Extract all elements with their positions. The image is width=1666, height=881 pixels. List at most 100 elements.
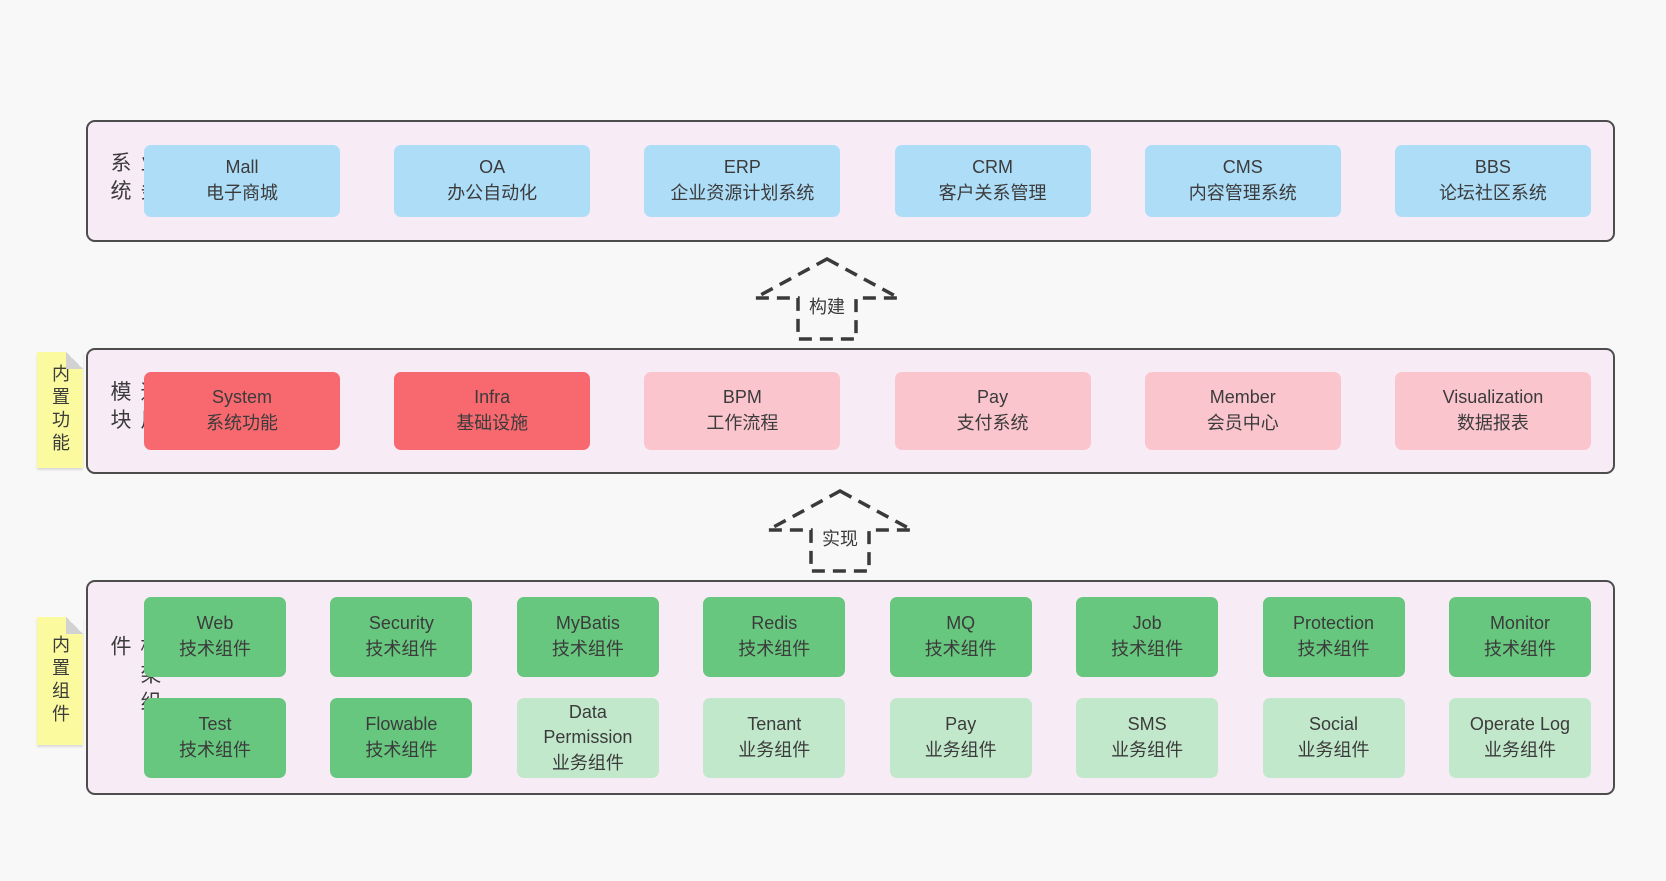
box-subtitle: 电子商城 <box>206 183 278 203</box>
box-title: Infra <box>474 387 511 408</box>
box-system: System 系统功能 <box>144 372 340 450</box>
box-member: Member 会员中心 <box>1144 372 1341 450</box>
note-label: 内置功能 <box>50 364 70 456</box>
box-job: Job 技术组件 <box>1076 597 1219 677</box>
up-arrow-icon <box>767 489 913 573</box>
band-framework-content: Web 技术组件 Security 技术组件 MyBatis 技术组件 Redi… <box>144 582 1591 793</box>
box-title: Visualization <box>1442 387 1544 408</box>
box-title: Tenant <box>747 714 802 735</box>
box-title: Protection <box>1293 613 1375 634</box>
box-title: MyBatis <box>555 613 620 634</box>
box-subtitle: 工作流程 <box>706 413 779 433</box>
box-subtitle: 会员中心 <box>1206 413 1279 433</box>
box-subtitle: 技术组件 <box>365 740 438 760</box>
box-title: Monitor <box>1489 613 1550 634</box>
box-title: BBS <box>1474 157 1511 178</box>
box-title: Operate Log <box>1469 714 1570 735</box>
box-title: OA <box>479 157 506 178</box>
band-common-content: System 系统功能 Infra 基础设施 BPM 工作流程 Pay 支付系统… <box>144 350 1591 472</box>
box-bpm: BPM 工作流程 <box>644 372 841 450</box>
box-title: CMS <box>1222 157 1263 178</box>
band-common-modules: 通用模块 System 系统功能 Infra 基础设施 BPM 工作流程 Pay… <box>86 348 1615 474</box>
box-subtitle: 技术组件 <box>924 639 997 659</box>
box-subtitle: 技术组件 <box>551 639 624 659</box>
box-subtitle: 技术组件 <box>179 740 251 760</box>
box-title: BPM <box>722 387 762 408</box>
arrow-build-label: 构建 <box>804 292 850 320</box>
box-title: Data Permission <box>543 701 633 748</box>
sticky-note-built-in-components: 内置组件 <box>37 617 83 745</box>
box-subtitle: 业务组件 <box>1297 740 1370 760</box>
note-label: 内置组件 <box>50 635 70 727</box>
box-subtitle: 企业资源计划系统 <box>670 183 815 203</box>
box-title: Pay <box>945 714 977 735</box>
box-cms: CMS 内容管理系统 <box>1144 145 1341 217</box>
box-title: Flowable <box>365 714 438 735</box>
box-subtitle: 支付系统 <box>956 413 1029 433</box>
box-bbs: BBS 论坛社区系统 <box>1394 145 1591 217</box>
folded-corner-icon <box>66 617 83 634</box>
box-pay: Pay 支付系统 <box>894 372 1091 450</box>
box-subtitle: 系统功能 <box>206 413 278 433</box>
box-subtitle: 基础设施 <box>456 413 529 433</box>
box-redis: Redis 技术组件 <box>703 597 846 677</box>
box-visualization: Visualization 数据报表 <box>1394 372 1591 450</box>
folded-corner-icon <box>66 352 83 369</box>
box-infra: Infra 基础设施 <box>394 372 591 450</box>
box-subtitle: 技术组件 <box>1111 639 1184 659</box>
box-sms: SMS 业务组件 <box>1076 698 1219 778</box>
box-subtitle: 业务组件 <box>1483 740 1556 760</box>
box-data-permission: Data Permission 业务组件 <box>516 698 659 778</box>
band-business-systems: 业务系统 Mall 电子商城 OA 办公自动化 ERP 企业资源计划系统 CRM… <box>86 120 1615 242</box>
box-title: Social <box>1309 714 1359 735</box>
up-arrow-implement: 实现 <box>765 488 915 574</box>
box-subtitle: 客户关系管理 <box>938 183 1047 203</box>
box-subtitle: 技术组件 <box>365 639 438 659</box>
box-subtitle: 业务组件 <box>1111 740 1184 760</box>
box-title: Job <box>1132 613 1162 634</box>
box-title: Member <box>1209 387 1276 408</box>
framework-row-2: Test 技术组件 Flowable 技术组件 Data Permission … <box>144 698 1591 778</box>
box-title: System <box>211 387 272 408</box>
box-web: Web 技术组件 <box>144 597 286 677</box>
box-subtitle: 业务组件 <box>738 740 811 760</box>
box-subtitle: 技术组件 <box>1483 639 1556 659</box>
box-subtitle: 论坛社区系统 <box>1438 183 1547 203</box>
box-security: Security 技术组件 <box>330 597 473 677</box>
box-monitor: Monitor 技术组件 <box>1448 597 1591 677</box>
sticky-note-built-in-features: 内置功能 <box>37 352 83 468</box>
box-title: Security <box>368 613 434 634</box>
box-social: Social 业务组件 <box>1262 698 1405 778</box>
box-flowable: Flowable 技术组件 <box>330 698 473 778</box>
box-title: Pay <box>977 387 1009 408</box>
box-title: Web <box>196 613 234 634</box>
box-subtitle: 技术组件 <box>179 639 251 659</box>
framework-row-1: Web 技术组件 Security 技术组件 MyBatis 技术组件 Redi… <box>144 597 1591 677</box>
arrow-implement-label: 实现 <box>817 524 863 552</box>
box-subtitle: 业务组件 <box>924 740 997 760</box>
box-crm: CRM 客户关系管理 <box>894 145 1091 217</box>
box-title: ERP <box>723 157 761 178</box>
box-title: Redis <box>751 613 798 634</box>
band-framework-components: 框架组件 Web 技术组件 Security 技术组件 MyBatis 技术组件… <box>86 580 1615 795</box>
box-title: CRM <box>972 157 1014 178</box>
box-subtitle: 办公自动化 <box>447 183 538 203</box>
box-mall: Mall 电子商城 <box>144 145 340 217</box>
box-mybatis: MyBatis 技术组件 <box>516 597 659 677</box>
box-subtitle: 业务组件 <box>551 752 624 773</box>
box-protection: Protection 技术组件 <box>1262 597 1405 677</box>
box-title: Mall <box>225 157 259 178</box>
box-erp: ERP 企业资源计划系统 <box>644 145 841 217</box>
box-subtitle: 技术组件 <box>1297 639 1370 659</box>
box-oa: OA 办公自动化 <box>394 145 591 217</box>
box-title: MQ <box>946 613 976 634</box>
box-tenant: Tenant 业务组件 <box>703 698 846 778</box>
box-pay-component: Pay 业务组件 <box>889 698 1032 778</box>
up-arrow-build: 构建 <box>752 256 902 342</box>
box-mq: MQ 技术组件 <box>889 597 1032 677</box>
box-subtitle: 数据报表 <box>1456 413 1529 433</box>
up-arrow-icon <box>754 257 900 341</box>
box-operate-log: Operate Log 业务组件 <box>1448 698 1591 778</box>
band-business-content: Mall 电子商城 OA 办公自动化 ERP 企业资源计划系统 CRM 客户关系… <box>144 122 1591 240</box>
